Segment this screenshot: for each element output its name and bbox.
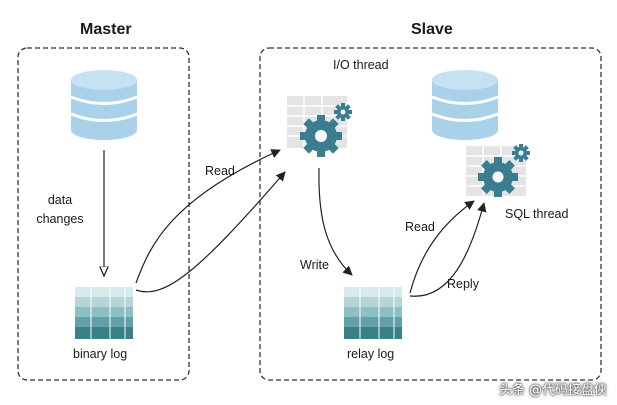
master-box [17,47,190,381]
read-master-label: Read [205,164,235,178]
relay-log-label: relay log [347,347,395,361]
slave-database-icon [431,70,499,140]
binary-log-icon [75,287,133,339]
slave-box [259,47,602,381]
read-relay-arrow [409,200,475,294]
relay-log-icon [344,287,402,339]
data-changes-line1: data [47,193,73,207]
binary-log-label: binary log [73,347,128,361]
reply-arrow [409,202,487,297]
data-changes-label: data changes [30,193,90,227]
reply-label: Reply [447,277,479,291]
sql-thread-gear-icon [466,144,530,197]
write-label: Write [300,258,329,272]
io-thread-label: I/O thread [333,58,389,72]
io-thread-gear-icon [287,96,352,157]
read-relay-label: Read [405,220,435,234]
read-binlog-arrow-return [135,171,286,293]
write-relay-arrow [318,167,353,276]
watermark: 头条 @代码接盘侠 [498,383,607,398]
master-title: Master [80,21,132,38]
master-database-icon [70,70,138,140]
data-changes-line2: changes [36,212,84,226]
sql-thread-label: SQL thread [505,207,569,221]
read-binlog-arrow-up [135,149,281,284]
slave-title: Slave [411,21,453,38]
